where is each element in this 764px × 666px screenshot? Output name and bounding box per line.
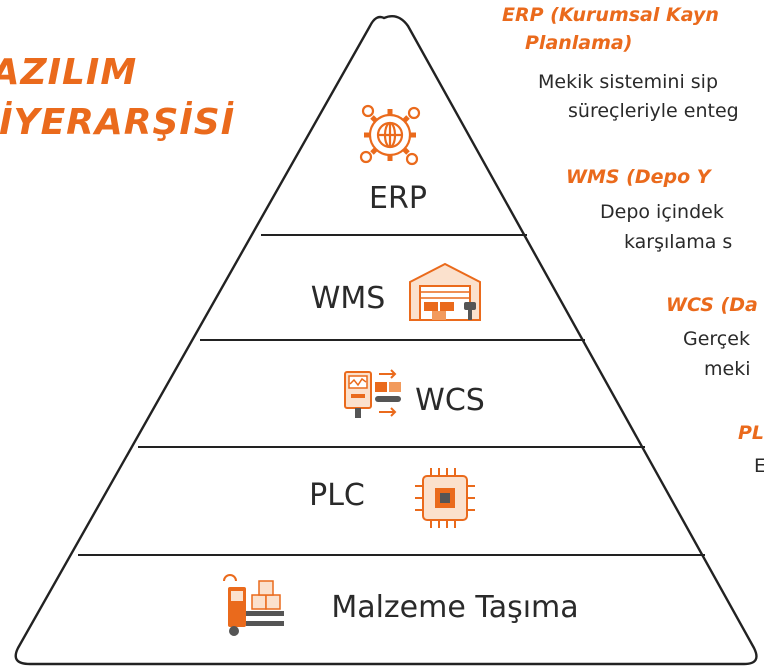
wms-description-text-line-2: karşılama s [624,231,733,253]
title-line-1: YAZILIM [0,52,138,93]
title-line-2: HİYERARŞİSİ [0,102,236,143]
layer-label-wms: WMS [311,281,386,316]
erp-description-heading-line-1: ERP (Kurumsal Kayn [502,4,719,26]
plc-description-text-line-1: E [754,455,764,477]
layer-label-material-handling: Malzeme Taşıma [331,590,578,625]
wms-description-heading: WMS (Depo Y [566,166,711,188]
plc-description-heading: PL [738,422,764,444]
erp-description-text-line-2: süreçleriyle enteg [568,100,739,122]
erp-globe-gear-icon [359,104,421,166]
warehouse-icon [409,262,481,321]
wcs-description-text-line-1: Gerçek [683,328,750,350]
wcs-description-heading: WCS (Da [666,294,758,316]
erp-description-heading-line-2: Planlama) [525,32,633,54]
microchip-icon [415,468,475,528]
erp-description-text-line-1: Mekik sistemini sip [538,71,719,93]
wms-description-text-line-1: Depo içindek [600,201,724,223]
layer-label-erp: ERP [369,181,427,216]
control-conveyor-icon [344,369,401,418]
wcs-description-text-line-2: meki [704,358,751,380]
layer-label-plc: PLC [309,478,365,513]
layer-label-wcs: WCS [415,383,485,418]
forklift-icon [223,574,284,636]
